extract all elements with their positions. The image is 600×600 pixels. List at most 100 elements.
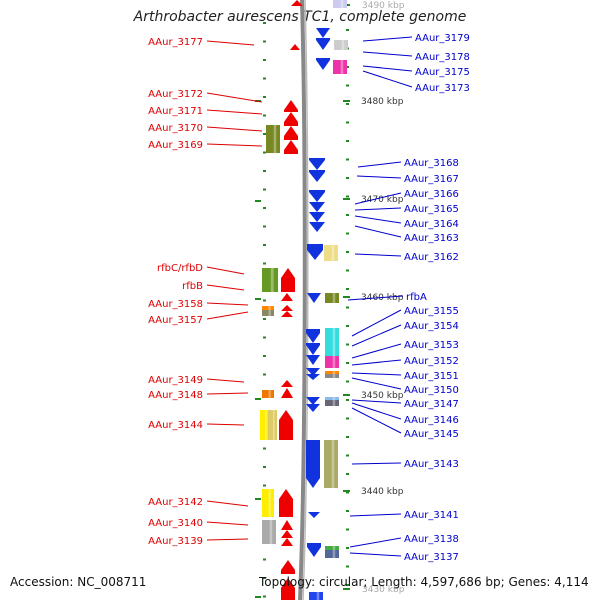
- right-gene-leader: [362, 70, 413, 88]
- gene-block-shine: [332, 371, 336, 374]
- gene-block: [262, 520, 276, 544]
- right-gene-leader: [354, 207, 402, 211]
- kbp-label: 3490 kbp: [362, 1, 405, 11]
- gene-arrow-forward: [279, 410, 293, 440]
- gene-arrow-reverse: [316, 58, 330, 70]
- major-tick: [255, 596, 261, 598]
- gene-arrow-forward: [281, 293, 293, 301]
- right-gene-leader: [351, 309, 402, 337]
- gene-arrow-reverse: [306, 397, 320, 405]
- gene-block: [262, 306, 274, 310]
- right-gene-leader: [349, 552, 402, 557]
- gene-block: [309, 592, 323, 600]
- gene-block: [262, 268, 278, 292]
- left-gene-label: AAur_3170: [148, 123, 203, 134]
- tick-mark: [346, 103, 349, 105]
- gene-block-shine: [332, 397, 336, 400]
- kbp-label: 3470 kbp: [361, 195, 404, 205]
- genome-stats-label: Topology: circular; Length: 4,597,686 bp…: [259, 575, 589, 589]
- gene-arrow-reverse: [316, 38, 330, 50]
- gene-arrow-reverse: [309, 190, 325, 202]
- kbp-tick: [343, 100, 350, 102]
- gene-block: [333, 0, 347, 8]
- gene-arrow-forward: [284, 126, 298, 140]
- right-gene-label: AAur_3163: [404, 233, 459, 244]
- right-gene-label: AAur_3150: [404, 385, 459, 396]
- gene-arrow-reverse: [309, 212, 325, 222]
- gene-arrow-reverse: [309, 158, 325, 170]
- genome-backbone: [298, 0, 307, 600]
- gene-arrow-reverse: [306, 368, 320, 376]
- tick-mark: [346, 306, 349, 309]
- gene-arrow-forward: [281, 311, 293, 317]
- right-gene-leader: [347, 295, 404, 301]
- right-gene-label: AAur_3175: [415, 67, 470, 78]
- tick-mark: [263, 244, 266, 246]
- left-gene-label: rfbB: [182, 281, 203, 292]
- left-gene-leader: [206, 126, 263, 132]
- left-gene-leader: [206, 500, 249, 507]
- gene-arrow-forward: [291, 0, 303, 6]
- right-gene-label: AAur_3162: [404, 252, 459, 263]
- right-gene-label: AAur_3151: [404, 371, 459, 382]
- tick-mark: [346, 251, 349, 253]
- tick-mark: [346, 29, 349, 31]
- gene-arrow-forward: [290, 44, 300, 50]
- left-gene-label: AAur_3142: [148, 497, 203, 508]
- right-gene-label: AAur_3147: [404, 399, 459, 410]
- right-gene-label: AAur_3166: [404, 189, 459, 200]
- tick-mark: [346, 547, 349, 549]
- gene-block-shine: [273, 125, 277, 153]
- gene-arrow-reverse: [306, 440, 320, 488]
- gene-block-shine: [332, 546, 336, 550]
- right-gene-leader: [362, 36, 413, 42]
- right-gene-leader: [357, 161, 402, 168]
- right-gene-label: AAur_3138: [404, 534, 459, 545]
- left-gene-label: AAur_3172: [148, 89, 203, 100]
- right-gene-label: AAur_3179: [415, 33, 470, 44]
- gene-block: [325, 371, 339, 378]
- gene-block-shine: [332, 356, 336, 368]
- gene-block: [262, 489, 274, 517]
- tick-mark: [263, 40, 266, 43]
- gene-block: [266, 125, 280, 153]
- tick-mark: [346, 528, 349, 531]
- tick-mark: [263, 595, 266, 598]
- gene-block-shine: [268, 390, 271, 398]
- tick-mark: [263, 59, 266, 61]
- tick-mark: [263, 77, 266, 80]
- gene-block-shine: [264, 410, 267, 440]
- gene-block: [325, 328, 339, 356]
- right-gene-leader: [354, 215, 402, 224]
- tick-mark: [263, 484, 266, 487]
- left-gene-leader: [206, 521, 249, 526]
- gene-arrow-reverse: [316, 28, 330, 38]
- left-gene-leader: [206, 392, 249, 395]
- gene-arrow-reverse: [308, 512, 320, 518]
- major-tick: [255, 200, 261, 202]
- gene-block: [325, 546, 339, 550]
- right-gene-label: AAur_3143: [404, 459, 459, 470]
- gene-arrow-forward: [281, 530, 293, 538]
- gene-arrow-reverse: [309, 202, 325, 212]
- gene-arrow-forward: [281, 268, 295, 292]
- gene-arrow-forward: [284, 112, 298, 126]
- genome-title: Arthrobacter aurescens TC1, complete gen…: [133, 9, 467, 25]
- right-gene-leader: [351, 402, 402, 420]
- gene-block-shine: [340, 60, 344, 74]
- right-gene-label: AAur_3146: [404, 415, 459, 426]
- tick-mark: [346, 473, 349, 475]
- left-gene-leader: [206, 378, 245, 383]
- left-gene-label: AAur_3140: [148, 518, 203, 529]
- tick-mark: [263, 151, 266, 154]
- tick-mark: [263, 299, 266, 302]
- gene-block-shine: [331, 245, 335, 261]
- gene-block-shine: [340, 0, 344, 8]
- gene-block: [324, 440, 338, 488]
- gene-arrow-forward: [284, 140, 298, 154]
- genome-backbone-shadow: [302, 0, 309, 600]
- gene-block-shine: [272, 410, 275, 440]
- right-gene-label: AAur_3154: [404, 321, 459, 332]
- gene-block-shine: [341, 40, 345, 50]
